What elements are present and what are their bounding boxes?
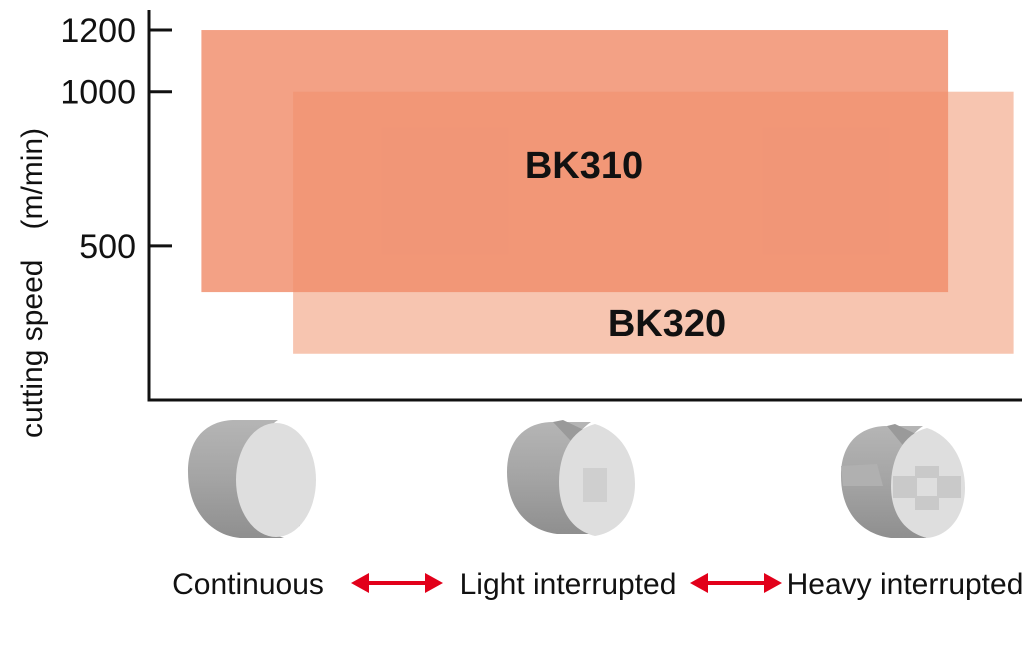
condition-label-heavy-interrupted: Heavy interrupted bbox=[787, 568, 1024, 601]
y-tick-label: 500 bbox=[79, 228, 136, 266]
solid-cylinder-icon bbox=[188, 420, 316, 538]
condition-label-light-interrupted: Light interrupted bbox=[460, 568, 677, 601]
arrow-head-right bbox=[764, 573, 782, 593]
arrow-head-right bbox=[425, 573, 443, 593]
cross-groove-cylinder-icon bbox=[841, 424, 965, 538]
condition-label-continuous: Continuous bbox=[172, 568, 324, 601]
series-label-bk320: BK320 bbox=[608, 303, 726, 345]
y-ticks: 500 1000 1200 bbox=[60, 12, 172, 266]
series-labels: BK320 BK310 bbox=[525, 145, 726, 345]
single-groove-cylinder-icon bbox=[507, 420, 635, 536]
arrow-head-left bbox=[351, 573, 369, 593]
series-bar-bk310 bbox=[201, 30, 949, 293]
series-label-bk310: BK310 bbox=[525, 145, 643, 187]
double-arrow-icon bbox=[690, 573, 782, 593]
y-axis-label: cutting speed (m/min) bbox=[16, 128, 49, 438]
y-tick-label: 1000 bbox=[60, 74, 136, 112]
arrow-head-left bbox=[690, 573, 708, 593]
series-bars bbox=[201, 30, 1014, 354]
double-arrow-icon bbox=[351, 573, 443, 593]
y-tick-label: 1200 bbox=[60, 12, 136, 50]
